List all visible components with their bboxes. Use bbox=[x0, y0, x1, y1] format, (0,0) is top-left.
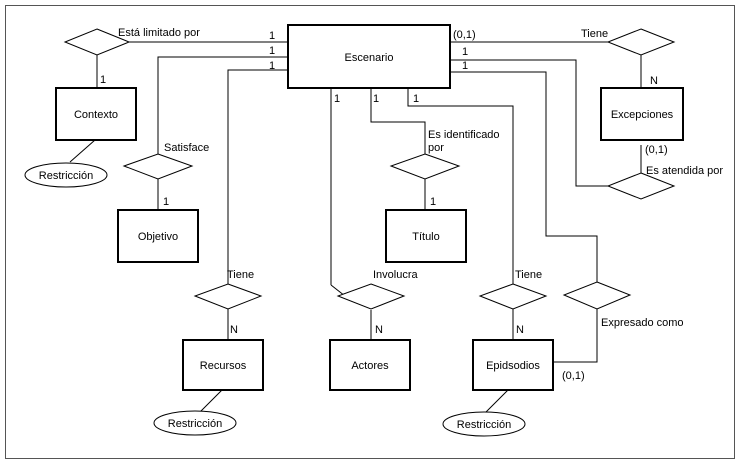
relationship-esta-limitado-por: Está limitado por bbox=[63, 27, 200, 56]
cardinality-label: N bbox=[230, 324, 238, 336]
relationship-tiene-recursos: Tiene bbox=[193, 269, 263, 310]
cardinality-label: 1 bbox=[269, 45, 275, 57]
entity-actores: Actores bbox=[329, 339, 411, 391]
relationship-label: Está limitado por bbox=[118, 27, 200, 39]
relationship-satisface: Satisface bbox=[122, 142, 209, 180]
relationship-label: Es atendida por bbox=[646, 165, 723, 177]
relationship-label: Tiene bbox=[515, 269, 542, 281]
entity-label: Actores bbox=[351, 360, 389, 372]
attribute-label: Restricción bbox=[457, 419, 511, 431]
entity-label: Epidsodios bbox=[486, 360, 540, 372]
cardinality-label: N bbox=[375, 324, 383, 336]
relationship-es-identificado-por: Es identificado por bbox=[389, 129, 500, 180]
cardinality-label: N bbox=[516, 324, 524, 336]
cardinality-label: 1 bbox=[163, 196, 169, 208]
cardinality-label: 1 bbox=[462, 46, 468, 58]
relationship-label: Tiene bbox=[581, 28, 608, 40]
entity-excepciones: Excepciones bbox=[600, 87, 684, 141]
relationship-expresado-como: Expresado como bbox=[562, 281, 684, 329]
relationship-es-atendida-por: Es atendida por bbox=[606, 165, 723, 200]
cardinality-label: 1 bbox=[462, 60, 468, 72]
cardinality-label: N bbox=[650, 75, 658, 87]
attribute-restriccion-contexto: Restricción bbox=[24, 162, 108, 188]
relationship-label: por bbox=[428, 142, 444, 154]
relationship-label: Expresado como bbox=[601, 317, 684, 329]
cardinality-label: 1 bbox=[413, 93, 419, 105]
entity-label: Excepciones bbox=[611, 109, 674, 121]
relationship-label: Tiene bbox=[227, 269, 254, 281]
cardinality-labels: 1 1 1 1 1 1 1 1 1 (0,1) 1 1 N (0,1) N N … bbox=[100, 29, 668, 382]
entity-label: Recursos bbox=[200, 360, 247, 372]
relationship-involucra: Involucra bbox=[336, 269, 419, 310]
cardinality-label: 1 bbox=[373, 93, 379, 105]
attribute-label: Restricción bbox=[168, 418, 222, 430]
attribute-restriccion-recursos: Restricción bbox=[153, 410, 237, 436]
relationship-tiene-excepciones: Tiene bbox=[581, 28, 676, 56]
cardinality-label: (0,1) bbox=[645, 144, 668, 156]
attribute-restriccion-episodios: Restricción bbox=[442, 411, 526, 437]
cardinality-label: (0,1) bbox=[562, 370, 585, 382]
entity-titulo: Título bbox=[385, 209, 467, 263]
cardinality-label: 1 bbox=[269, 30, 275, 42]
entity-objetivo: Objetivo bbox=[117, 209, 199, 263]
entity-recursos: Recursos bbox=[182, 339, 264, 391]
relationship-label: Es identificado bbox=[428, 129, 500, 141]
relationship-label: Satisface bbox=[164, 142, 209, 154]
entity-label: Escenario bbox=[345, 52, 394, 64]
cardinality-label: 1 bbox=[334, 93, 340, 105]
cardinality-label: 1 bbox=[269, 60, 275, 72]
entity-label: Objetivo bbox=[138, 231, 178, 243]
entity-episodios: Epidsodios bbox=[472, 339, 554, 391]
relationship-label: Involucra bbox=[373, 269, 419, 281]
entity-escenario: Escenario bbox=[287, 24, 451, 89]
entity-label: Contexto bbox=[74, 109, 118, 121]
cardinality-label: 1 bbox=[100, 74, 106, 86]
cardinality-label: 1 bbox=[430, 196, 436, 208]
cardinality-label: (0,1) bbox=[453, 29, 476, 41]
relationship-tiene-episodios: Tiene bbox=[478, 269, 548, 310]
entity-contexto: Contexto bbox=[55, 87, 137, 141]
attribute-label: Restricción bbox=[39, 170, 93, 182]
entity-label: Título bbox=[412, 231, 440, 243]
